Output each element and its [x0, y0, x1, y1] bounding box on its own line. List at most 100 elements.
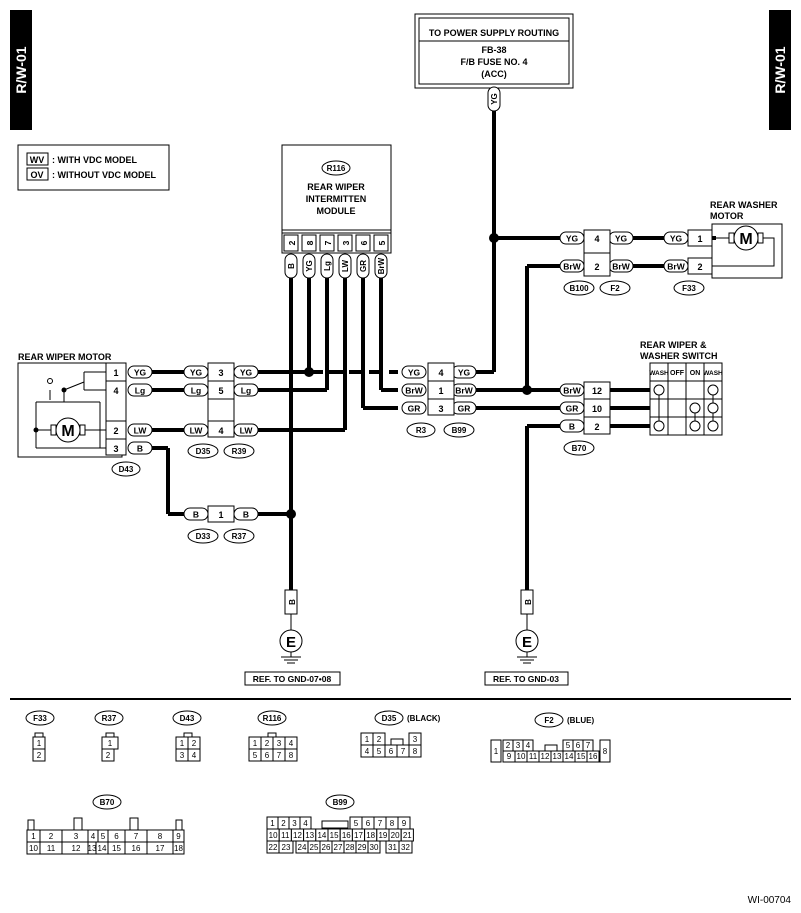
rear-wiper-motor: REAR WIPER MOTOR 1 4 2 3 M D43 [17, 352, 141, 477]
ground-left-ref: REF. TO GND-07•08 [253, 674, 332, 684]
wire-sw-b-text: B [569, 422, 575, 432]
cv-cell-b70-0: 1 [31, 832, 36, 841]
connector-b70-label: B70 [572, 444, 587, 453]
wires [152, 110, 716, 590]
cv-cell-b99-10: 11 [281, 831, 290, 840]
cv-cell-b99-15: 16 [342, 831, 351, 840]
cv-cell-f2-3: 4 [526, 741, 531, 750]
module-pin-4: 6 [359, 240, 369, 245]
wire-r3-yg-r-text: YG [458, 368, 471, 378]
cv-cell-f2-6: 7 [586, 741, 591, 750]
cv-cell-b70-12: 13 [88, 844, 97, 853]
wire-d35-lg-l: Lg [183, 383, 209, 397]
cv-cell-b99-3: 4 [303, 819, 308, 828]
wire-d35-yg-l: YG [183, 365, 209, 379]
wire-d35-lw-l-text: LW [190, 426, 204, 436]
wire-r3-brw-r-text: BrW [455, 386, 473, 396]
ground-right-wire: B [524, 599, 533, 605]
cv-cell-b70-7: 8 [158, 832, 163, 841]
cv-cell-b70-1: 2 [49, 832, 54, 841]
cv-cell-b99-30: 31 [388, 843, 397, 852]
washer-mid-pin-2: 2 [594, 262, 599, 272]
wire-d35-lg-r: Lg [233, 383, 259, 397]
cv-name-r37: R37 [102, 714, 117, 723]
wire-brw-f33: BrW [663, 259, 689, 273]
connector-d43: D43 [119, 465, 134, 474]
module-pin-0: 2 [287, 240, 297, 245]
wire-sw-b: B [559, 419, 585, 433]
wire-d35-yg-l-text: YG [190, 368, 203, 378]
cv-name-f2: F2 [544, 716, 554, 725]
cv-cell-b99-22: 23 [282, 843, 291, 852]
cv-cell-b99-25: 26 [322, 843, 331, 852]
cv-cell-b99-6: 7 [378, 819, 383, 828]
wire-brw-f2: BrW [608, 259, 634, 273]
cv-cell-d35-3: 4 [365, 747, 370, 756]
wire-wiper-lw-text: LW [134, 426, 148, 436]
ground-right: B E REF. TO GND-03 [484, 589, 569, 686]
cv-cell-d35-7: 8 [413, 747, 418, 756]
wire-yg-power: YG [487, 86, 501, 112]
connector-b99-label: B99 [452, 426, 467, 435]
wire-brw-f33-text: BrW [667, 262, 685, 272]
cv-cell-b99-19: 20 [391, 831, 400, 840]
cv-cell-b99-12: 13 [305, 831, 314, 840]
module-name-2: INTERMITTEN [306, 194, 367, 204]
cv-cell-b70-16: 17 [156, 844, 165, 853]
wire-r3-brw-r: BrW [451, 383, 477, 397]
cv-cell-b99-11: 12 [293, 831, 302, 840]
cv-note-f2: (BLUE) [567, 716, 594, 725]
cv-label-f2: F2 (BLUE) [534, 712, 594, 728]
cv-name-d43: D43 [180, 714, 195, 723]
legend-code-ov: OV [30, 170, 43, 180]
cv-cell-d43-3: 4 [192, 751, 197, 760]
r3-pin-3: 3 [438, 404, 443, 414]
wire-module-4-text: GR [359, 260, 368, 272]
cv-cell-b99-28: 29 [358, 843, 367, 852]
switch-title-1: REAR WIPER & [640, 340, 707, 350]
cv-note-d35: (BLACK) [407, 714, 441, 723]
cv-cell-f2-14: 15 [577, 752, 586, 761]
ground-right-symbol: E [522, 634, 532, 651]
wire-d35-lg-l-text: Lg [191, 386, 201, 396]
wire-r3-gr-r-text: GR [458, 404, 471, 414]
cv-cell-f2-4: 5 [566, 741, 571, 750]
cv-cell-f2-13: 14 [565, 752, 574, 761]
wire-module-3: LW [338, 253, 352, 279]
cv-cell-f2-0: 1 [494, 747, 499, 756]
connector-d33-group: 1 D33 R37 [187, 505, 255, 544]
wire-wiper-lw: LW [127, 423, 153, 437]
switch-pin-2: 2 [594, 422, 599, 432]
cv-cell-b99-5: 6 [366, 819, 371, 828]
cv-label-r116: R116 [257, 710, 287, 726]
connector-f33: F33 [682, 284, 696, 293]
cv-label-f33: F33 [25, 710, 55, 726]
wire-r3-gr-l-text: GR [408, 404, 421, 414]
connector-d35-group: 3 5 4 D35 R39 [187, 362, 255, 459]
cv-cell-b99-23: 24 [298, 843, 307, 852]
switch-header-wash-1: WASH [649, 370, 669, 377]
power-line-4: (ACC) [481, 69, 507, 79]
wire-module-0: B [284, 253, 298, 279]
connector-d35-label: D35 [196, 447, 211, 456]
wire-r3-yg-l-text: YG [408, 368, 421, 378]
cv-cell-b70-2: 3 [74, 832, 79, 841]
cv-cell-r116-3: 4 [289, 739, 294, 748]
wire-d33-b-r-text: B [243, 510, 249, 520]
legend: WV : WITH VDC MODEL OV : WITHOUT VDC MOD… [17, 144, 170, 191]
cv-cell-b99-31: 32 [401, 843, 410, 852]
cv-cell-b70-3: 4 [91, 832, 96, 841]
cv-cell-b99-0: 1 [270, 819, 275, 828]
cv-cell-b70-6: 7 [134, 832, 139, 841]
cv-cell-d43-2: 3 [180, 751, 185, 760]
wiper-pin-2: 2 [113, 426, 118, 436]
cv-cell-f2-11: 12 [541, 752, 550, 761]
wire-d35-yg-r-text: YG [240, 368, 253, 378]
module-pin-1: 8 [305, 240, 315, 245]
cv-cell-r116-4: 5 [253, 751, 258, 760]
wire-wiper-yg-text: YG [134, 368, 147, 378]
cv-cell-b99-1: 2 [281, 819, 286, 828]
power-supply-box: TO POWER SUPPLY ROUTING FB-38 F/B FUSE N… [414, 13, 574, 89]
legend-label-ov: : WITHOUT VDC MODEL [52, 170, 156, 180]
